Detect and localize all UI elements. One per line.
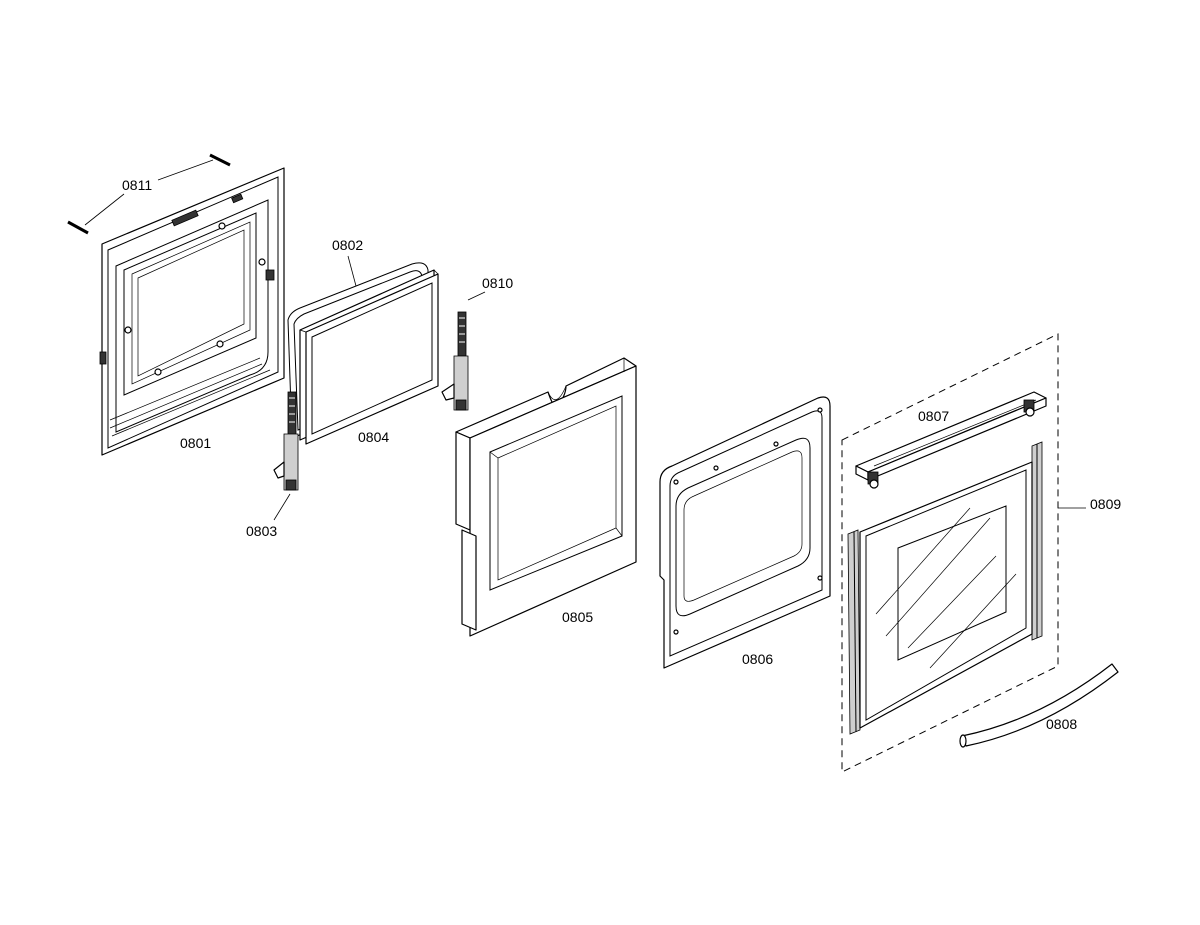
label-0804: 0804 [358, 429, 389, 445]
part-0807-top-trim[interactable] [855, 391, 1047, 489]
label-0802: 0802 [332, 237, 363, 253]
label-0808: 0808 [1046, 716, 1077, 732]
outer-glass-panel[interactable] [847, 441, 1043, 735]
label-0811: 0811 [122, 177, 152, 193]
label-0806: 0806 [742, 651, 773, 667]
part-0808-bottom-trim[interactable] [959, 663, 1119, 748]
part-0810-hinge-right[interactable] [441, 291, 486, 411]
label-0803: 0803 [246, 523, 277, 539]
part-0805-door-liner[interactable] [455, 357, 637, 637]
label-0809: 0809 [1090, 496, 1121, 512]
label-0807: 0807 [918, 408, 949, 424]
part-0806-window-panel[interactable] [659, 396, 831, 669]
label-0810: 0810 [482, 275, 513, 291]
label-0801: 0801 [180, 435, 211, 451]
part-0811-strips[interactable] [67, 153, 231, 235]
label-0805: 0805 [562, 609, 593, 625]
part-0804-glass-pack[interactable] [299, 269, 439, 445]
part-0803-hinge-left[interactable] [273, 391, 299, 521]
part-0809-outer-door-assembly[interactable] [841, 333, 1086, 773]
part-0801-inner-frame[interactable] [99, 167, 285, 456]
